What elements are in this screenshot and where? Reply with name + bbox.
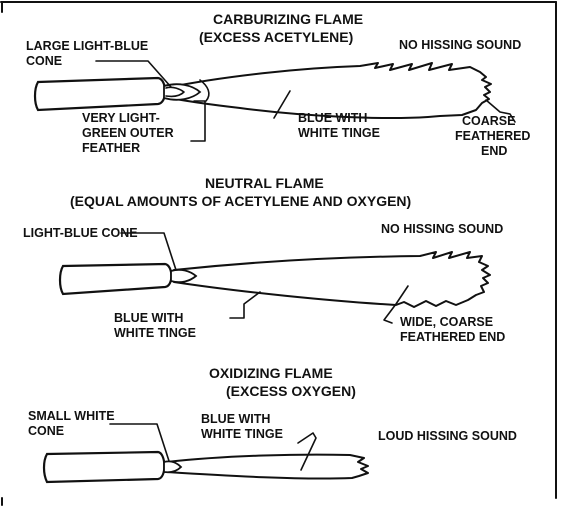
oxidizing-body-label-line2: WHITE TINGE — [201, 427, 283, 441]
carburizing-cone-core — [165, 86, 185, 98]
carburizing-feather-label-line2: GREEN OUTER — [82, 126, 174, 140]
neutral-end-leader — [383, 285, 409, 324]
carburizing-feather-label-line3: FEATHER — [82, 141, 140, 155]
oxidizing-cone-leader — [109, 423, 170, 462]
carburizing-torch-tip — [33, 76, 167, 112]
carburizing-cone-leader — [95, 60, 172, 88]
carburizing-feather-label-line1: VERY LIGHT- — [82, 111, 160, 125]
carburizing-feather-leader — [190, 100, 206, 142]
oxidizing-cone-label-line1: SMALL WHITE — [28, 409, 115, 423]
oxidizing-body-label-line1: BLUE WITH — [201, 412, 270, 426]
neutral-torch-tip — [58, 262, 173, 296]
oxidizing-flame-section: OXIDIZING FLAME (EXCESS OXYGEN) SMALL WH… — [28, 365, 517, 484]
neutral-cone-leader — [120, 232, 177, 271]
carburizing-body-label-line1: BLUE WITH — [298, 111, 367, 125]
carburizing-flame-outline — [164, 62, 492, 119]
oxidizing-flame-outline — [166, 453, 369, 480]
carburizing-sound-label: NO HISSING SOUND — [399, 38, 521, 52]
carburizing-body-label-line2: WHITE TINGE — [298, 126, 380, 140]
neutral-subtitle: (EQUAL AMOUNTS OF ACETYLENE AND OXYGEN) — [70, 193, 411, 209]
oxidizing-body-leader — [297, 432, 317, 471]
carburizing-cone-label-line1: LARGE LIGHT-BLUE — [26, 39, 148, 53]
carburizing-title: CARBURIZING FLAME — [213, 11, 363, 27]
neutral-inner-cone — [170, 268, 198, 284]
carburizing-cone-label-line2: CONE — [26, 54, 62, 68]
carburizing-end-leader — [485, 99, 516, 123]
neutral-title: NEUTRAL FLAME — [205, 175, 324, 191]
carburizing-body-leader — [273, 90, 291, 119]
neutral-cone-label: LIGHT-BLUE CONE — [23, 226, 138, 240]
neutral-end-label-line1: WIDE, COARSE — [400, 315, 493, 329]
neutral-sound-label: NO HISSING SOUND — [381, 222, 503, 236]
carburizing-subtitle: (EXCESS ACETYLENE) — [199, 29, 353, 45]
neutral-body-leader — [229, 291, 261, 319]
oxidizing-torch-tip — [42, 450, 166, 484]
carburizing-feather-curve — [199, 79, 210, 102]
carburizing-inner-cone — [163, 83, 202, 101]
neutral-flame-outline — [173, 251, 491, 308]
oxidizing-cone-label-line2: CONE — [28, 424, 64, 438]
neutral-body-label-line2: WHITE TINGE — [114, 326, 196, 340]
carburizing-end-label-line3: END — [481, 144, 507, 158]
carburizing-end-label-line1: COARSE — [462, 114, 515, 128]
carburizing-end-label-line2: FEATHERED — [455, 129, 530, 143]
neutral-flame-section: NEUTRAL FLAME (EQUAL AMOUNTS OF ACETYLEN… — [23, 175, 505, 344]
oxidizing-inner-cone — [163, 460, 183, 474]
neutral-end-label-line2: FEATHERED END — [400, 330, 505, 344]
oxidizing-subtitle: (EXCESS OXYGEN) — [226, 383, 356, 399]
carburizing-flame-section: CARBURIZING FLAME (EXCESS ACETYLENE) NO … — [26, 11, 530, 158]
oxidizing-sound-label: LOUD HISSING SOUND — [378, 429, 517, 443]
neutral-body-label-line1: BLUE WITH — [114, 311, 183, 325]
oxidizing-title: OXIDIZING FLAME — [209, 365, 333, 381]
